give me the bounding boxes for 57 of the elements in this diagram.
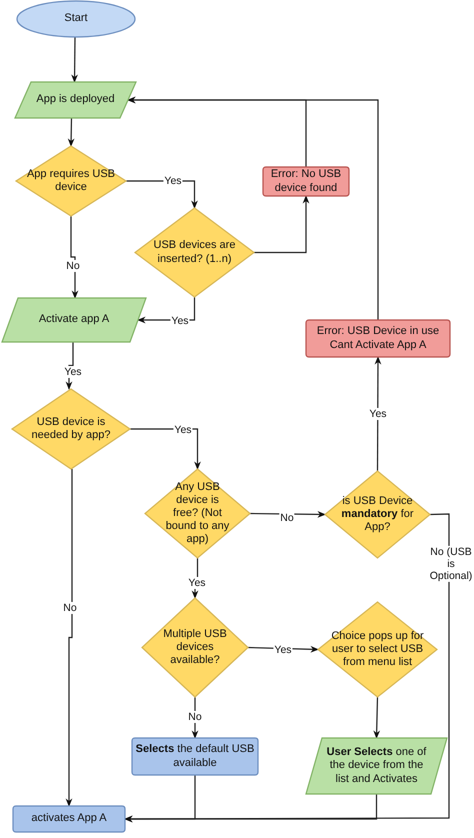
- decision-text: Choice pops up for user to select USB from menu list: [330, 630, 425, 670]
- error-text: Error: No USB device found: [270, 168, 342, 195]
- edge-label: No: [279, 512, 295, 524]
- decision-diamond: [325, 471, 430, 558]
- error-box: [263, 167, 349, 196]
- decision-diamond: [142, 598, 248, 697]
- arrow: [254, 195, 310, 254]
- arrow: [130, 428, 201, 470]
- edge-label: Yes: [187, 576, 207, 590]
- io-parallelogram: [15, 82, 136, 118]
- arrow: [250, 511, 326, 518]
- arrow: [192, 697, 198, 739]
- io-text: App is deployed: [36, 93, 115, 107]
- arrow: [374, 356, 382, 471]
- io-text: Activate app A: [38, 313, 110, 327]
- decision-diamond: [12, 389, 130, 469]
- arrow: [66, 342, 74, 390]
- decision-diamond: [318, 602, 437, 697]
- process-text: Selects the default USB available: [134, 743, 256, 770]
- io-parallelogram: [306, 738, 447, 794]
- error-box: [306, 320, 450, 357]
- error-text: Error: USB Device in use Cant Activate App A: [316, 325, 440, 352]
- arrow: [248, 646, 319, 653]
- arrow: [124, 794, 378, 822]
- decision-text: Multiple USB devices available?: [163, 628, 227, 668]
- decision-text: USB device is needed by app?: [31, 416, 111, 442]
- arrow: [66, 469, 73, 807]
- arrow: [70, 216, 78, 299]
- process-text: activates App A: [31, 812, 107, 826]
- process-box: [132, 738, 258, 775]
- edge-label: Yes: [170, 314, 190, 328]
- decision-text: Any USB device is free? (Not bound to any app): [166, 480, 230, 546]
- edge-label: No: [62, 602, 78, 614]
- arrow: [71, 37, 78, 83]
- decision-text: is USB Device mandatory for App?: [340, 494, 414, 534]
- decision-text: USB devices are inserted? (1..n): [152, 239, 236, 266]
- decision-diamond: [16, 146, 126, 216]
- edge-label: No: [65, 260, 81, 272]
- arrow: [373, 696, 380, 739]
- edge-label: Yes: [173, 424, 193, 436]
- process-box: [13, 806, 125, 832]
- arrow: [127, 96, 379, 320]
- edge-label: Yes: [163, 174, 183, 188]
- edge-label: Yes: [63, 366, 83, 378]
- decision-diamond: [145, 469, 250, 558]
- decision-diamond: [135, 208, 254, 297]
- start-text: Start: [64, 12, 88, 26]
- start-ellipse: [17, 1, 135, 37]
- io-parallelogram: [2, 298, 146, 342]
- decision-text: App requires USB device: [26, 168, 116, 194]
- arrow: [137, 297, 196, 324]
- arrow: [68, 118, 74, 147]
- io-text: User Selects one of the device from the list and Activates: [326, 746, 426, 786]
- edge-label: No: [187, 710, 203, 724]
- edge-label: Yes: [368, 408, 388, 420]
- edge-label: Yes: [273, 644, 293, 656]
- edge-label: No (USB is Optional): [428, 546, 474, 582]
